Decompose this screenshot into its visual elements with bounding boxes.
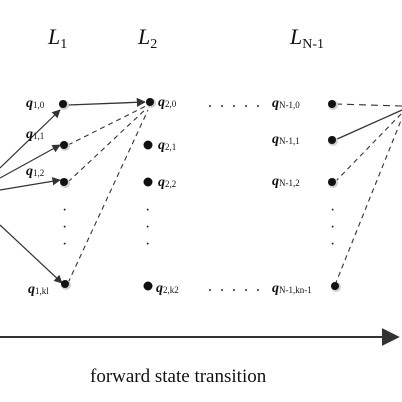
edge-q12-q20 (67, 107, 148, 183)
edge-qn12-out (334, 112, 402, 183)
node-q2-2: q2,2 (143, 175, 176, 190)
edge-in-2 (0, 144, 61, 179)
vertical-ellipsis-l1: · (62, 202, 69, 219)
node-q2-k2: q2,k2 (143, 281, 179, 296)
node-q1-0: q1,0 (26, 96, 69, 111)
vertical-ellipsis-ln1: · (330, 202, 337, 219)
svg-text:q1,1: q1,1 (26, 127, 44, 142)
caption: forward state transition (90, 366, 267, 387)
svg-text:qN-1,1: qN-1,1 (272, 132, 300, 147)
node-q1-k1: q1,kl (28, 280, 71, 297)
vertical-ellipsis-l1b: · (62, 219, 69, 236)
svg-text:qN-1,0: qN-1,0 (272, 96, 300, 111)
edge-qn10-out (334, 103, 402, 107)
vertical-ellipsis-l1c: · (62, 236, 69, 253)
node-q2-0: q2,0 (146, 95, 177, 110)
edge-q11-q20 (67, 105, 147, 146)
vertical-ellipsis-l2c: · (145, 236, 152, 253)
node-qn1-1: qN-1,1 (272, 132, 338, 147)
edge-qn1kn-out (334, 117, 402, 286)
svg-text:qN-1,kn-1: qN-1,kn-1 (272, 281, 312, 296)
edge-in-3 (0, 177, 61, 191)
svg-text:q1,kl: q1,kl (28, 282, 49, 297)
edge-q10-q20 (67, 97, 146, 107)
svg-text:q2,0: q2,0 (158, 95, 177, 110)
vertical-ellipsis-ln1b: · (330, 219, 337, 236)
layer-label-l2: L2 (137, 24, 157, 52)
node-qn1-0: qN-1,0 (272, 96, 338, 111)
node-q2-1: q2,1 (143, 138, 176, 153)
svg-text:q1,0: q1,0 (26, 96, 45, 111)
svg-text:q2,1: q2,1 (158, 138, 176, 153)
svg-text:q2,k2: q2,k2 (156, 281, 179, 296)
svg-text:q1,2: q1,2 (26, 164, 44, 179)
node-q1-1: q1,1 (26, 127, 70, 151)
edge-in-4 (0, 224, 63, 284)
layer-label-ln-1: LN-1 (289, 24, 324, 52)
edge-qn11-out (334, 109, 402, 141)
horizontal-ellipsis-row0: . . . . . (208, 94, 262, 111)
svg-text:qN-1,2: qN-1,2 (272, 174, 300, 189)
vertical-ellipsis-l2b: · (145, 219, 152, 236)
edge-q1k1-q20 (67, 109, 149, 284)
svg-text:q2,2: q2,2 (158, 175, 176, 190)
node-qn1-kn: qN-1,kn-1 (272, 281, 341, 296)
layer-label-l1: L1 (47, 24, 67, 52)
vertical-ellipsis-ln1c: · (330, 236, 337, 253)
node-qn1-2: qN-1,2 (272, 174, 338, 189)
edge-in-1 (0, 109, 61, 169)
vertical-ellipsis-l2: · (145, 202, 152, 219)
horizontal-ellipsis-rowk: . . . . . (208, 278, 262, 295)
node-q1-2: q1,2 (26, 164, 70, 188)
